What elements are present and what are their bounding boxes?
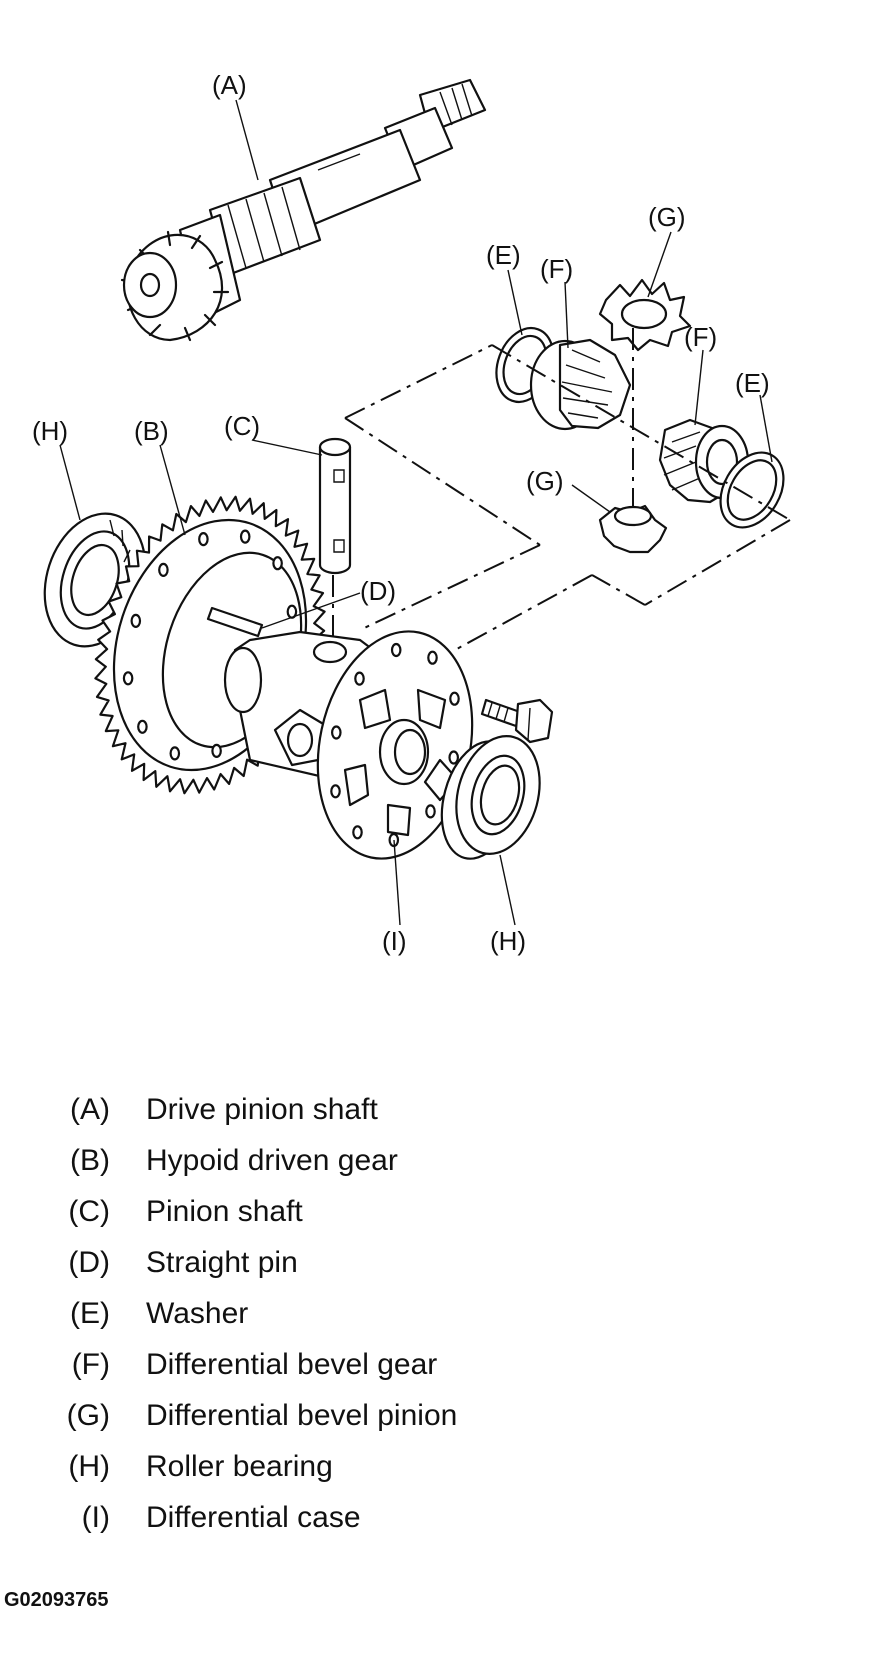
legend-row: (D) Straight pin [0,1243,884,1283]
legend-description: Pinion shaft [146,1195,303,1228]
bolt-hole [198,531,209,547]
drive-pinion-shaft [120,78,487,342]
legend-row: (H) Roller bearing [0,1447,884,1487]
legend-description: Differential case [146,1501,361,1534]
callout-G-lower: (G) [526,466,564,496]
callout-G-upper: (G) [648,202,686,232]
legend-description: Straight pin [146,1246,298,1279]
bolt-hole [211,743,222,759]
bolt-hole [130,613,142,629]
legend-description: Roller bearing [146,1450,333,1483]
bolt-hole [427,650,438,665]
bolt-hole [354,671,365,686]
bolt-hole [448,750,459,765]
legend-description: Differential bevel gear [146,1348,438,1381]
bolt-hole [122,671,134,686]
legend-key: (F) [71,1348,110,1381]
bolt-hole [330,784,341,799]
callout-H-left: (H) [32,416,68,446]
washer-right [719,451,785,529]
legend-key: (H) [68,1450,110,1483]
legend-key: (A) [70,1093,110,1126]
callout-H-right: (H) [490,926,526,956]
bolt-hole [239,529,251,544]
pinion-shaft [318,437,352,650]
callout-E-left: (E) [486,240,521,270]
legend-key: (D) [68,1246,110,1279]
callout-I: (I) [382,926,407,956]
bolt-hole [330,725,342,740]
bolt-hole [272,556,283,571]
bolt-hole [169,746,181,761]
callout-A: (A) [212,70,247,100]
differential-bevel-gear-left [529,338,632,431]
assembly-guide-lines [344,344,791,651]
legend-key: (C) [68,1195,110,1228]
legend-row: (A) Drive pinion shaft [0,1090,884,1130]
legend-key: (I) [81,1501,110,1534]
differential-case [223,630,474,860]
bolt-hole [425,804,436,819]
differential-bevel-pinion-lower [598,504,668,554]
roller-bearing-right [440,735,541,860]
callout-B: (B) [134,416,169,446]
legend-key: (G) [66,1399,110,1432]
legend-key: (E) [70,1297,110,1330]
bolt-hole [449,691,460,706]
legend-row: (G) Differential bevel pinion [0,1396,884,1436]
differential-bevel-pinion-upper [598,278,692,352]
legend-description: Washer [146,1297,249,1330]
bolt-hole [158,562,169,578]
bolt-hole [390,642,402,658]
callout-F-right: (F) [684,322,717,352]
callout-D: (D) [360,576,396,606]
legend-description: Drive pinion shaft [146,1093,378,1126]
legend-description: Hypoid driven gear [146,1144,398,1177]
legend-row: (C) Pinion shaft [0,1192,884,1232]
callout-F-left: (F) [540,254,573,284]
legend-row: (B) Hypoid driven gear [0,1141,884,1181]
callout-C: (C) [224,411,260,441]
legend-row: (F) Differential bevel gear [0,1345,884,1385]
exploded-diagram: (A) (G) (E) (F) (F) (E) (H) (B) (C) (G) … [32,70,791,956]
legend-row: (I) Differential case [0,1498,884,1538]
figure-id: G02093765 [4,1589,109,1611]
bolt-hole [352,825,363,840]
legend-row: (E) Washer [0,1294,884,1334]
bolt-hole [137,719,148,734]
legend-description: Differential bevel pinion [146,1399,458,1432]
callout-E-right: (E) [735,368,770,398]
straight-pin [206,606,264,638]
bolt [480,698,554,744]
legend-key: (B) [70,1144,110,1177]
leader-lines [59,99,773,926]
